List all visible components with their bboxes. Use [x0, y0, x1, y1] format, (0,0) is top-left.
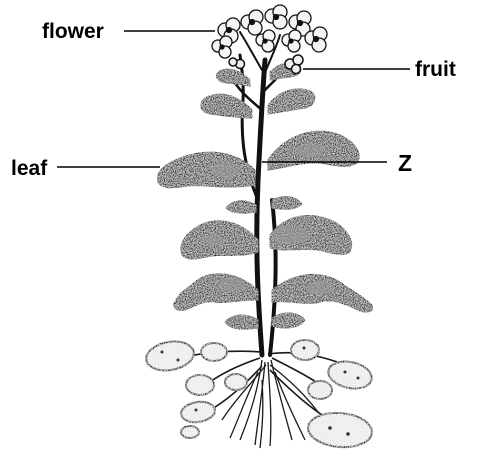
leaf-shape — [174, 274, 258, 311]
leaf-shape — [272, 197, 302, 210]
tuber — [144, 338, 196, 374]
leaf-shape — [272, 313, 305, 328]
foliage — [157, 63, 372, 329]
flower-shape — [241, 10, 263, 35]
tuber — [180, 400, 216, 425]
flower-shape — [282, 30, 301, 52]
leaf-shape — [226, 201, 256, 213]
tubers — [144, 338, 374, 450]
fruit-shape — [293, 55, 303, 65]
leaf-shape — [157, 152, 255, 188]
flower-shape — [212, 36, 232, 58]
fruit-shape — [292, 65, 301, 74]
leaf-shape — [225, 315, 258, 329]
tuber — [186, 375, 214, 395]
flower-shape — [265, 5, 287, 29]
tuber — [308, 381, 332, 399]
tuber — [181, 426, 199, 438]
tuber — [225, 374, 247, 390]
tuber — [326, 358, 374, 393]
tuber — [291, 340, 319, 360]
flower-cluster — [212, 5, 327, 58]
fruit-label: fruit — [415, 58, 456, 81]
tuber — [201, 343, 227, 361]
fruit-shape — [229, 58, 237, 66]
tuber — [307, 410, 374, 449]
z-label: Z — [398, 150, 412, 176]
leaf-label: leaf — [11, 157, 48, 180]
leaf-shape — [216, 69, 250, 86]
flower-label: flower — [42, 20, 104, 43]
leaf-shape — [268, 89, 315, 114]
